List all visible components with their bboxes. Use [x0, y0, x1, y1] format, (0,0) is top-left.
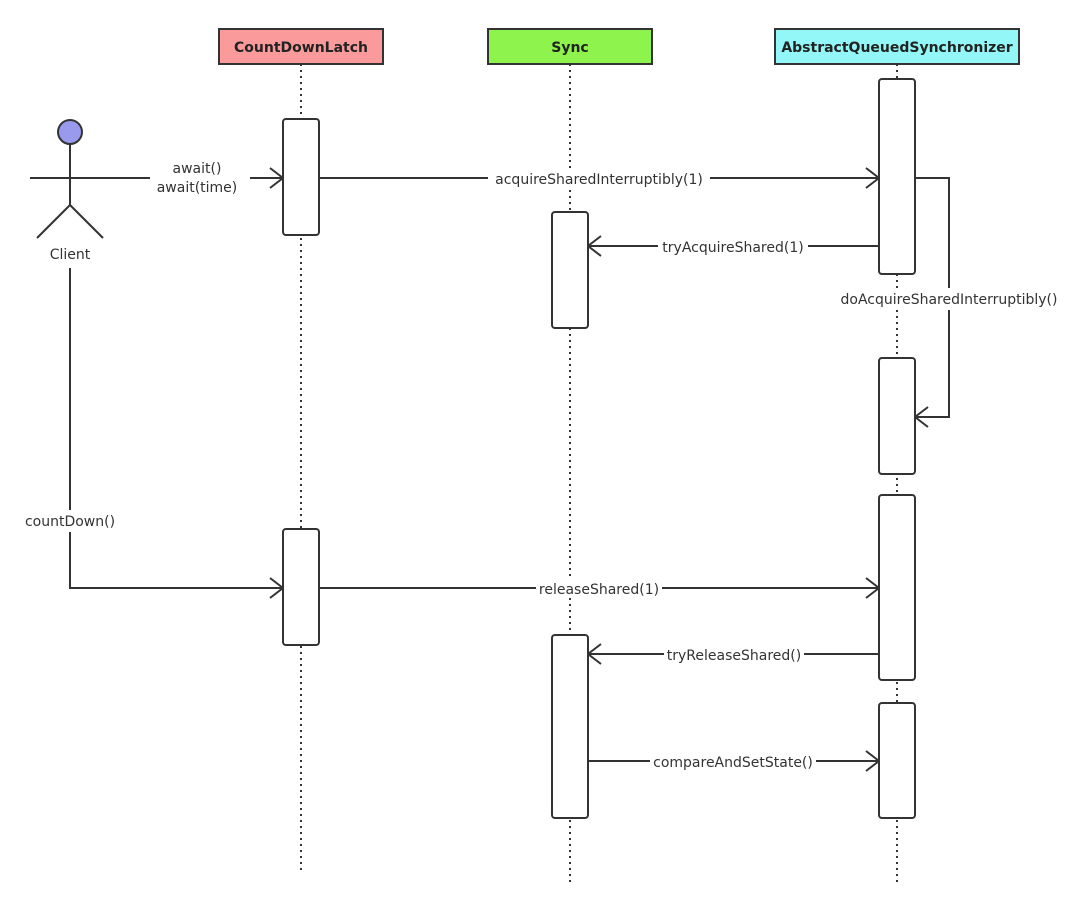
await-label-bg [150, 158, 250, 198]
aqs-activation-release [878, 494, 916, 681]
aqs-header-label: AbstractQueuedSynchronizer [781, 40, 1012, 56]
actor-label: Client [50, 247, 91, 263]
client-actor: Client [30, 119, 104, 263]
actor-head-icon [57, 119, 83, 145]
countdownlatch-activation-await [282, 118, 320, 236]
countdown-label: countDown() [25, 514, 115, 530]
try-acquire-label-bg [658, 236, 808, 256]
actor-leg-left [36, 204, 71, 239]
release-label-bg [536, 578, 662, 598]
try-release-label-bg [664, 644, 804, 664]
do-acquire-label-bg [834, 288, 1064, 310]
acquire-label: acquireSharedInterruptibly(1) [495, 172, 703, 188]
countdownlatch-participant: CountDownLatch [218, 28, 384, 65]
aqs-activation-cas [878, 702, 916, 819]
countdown-message-line [69, 268, 283, 589]
sync-header-box [487, 28, 653, 65]
sync-participant: Sync [487, 28, 653, 65]
countdownlatch-activation-countdown [282, 528, 320, 646]
try-acquire-label: tryAcquireShared(1) [662, 240, 803, 256]
sync-activation-try-acquire [551, 211, 589, 329]
do-acquire-label: doAcquireSharedInterruptibly() [841, 292, 1058, 308]
aqs-activation-do-acquire [878, 357, 916, 475]
try-release-label: tryReleaseShared() [667, 648, 801, 664]
cas-label: compareAndSetState() [653, 755, 813, 771]
sync-header-label: Sync [551, 40, 588, 56]
await-label-line1: await() [173, 161, 222, 177]
await-label-line2: await(time) [157, 180, 238, 196]
aqs-participant: AbstractQueuedSynchronizer [774, 28, 1020, 65]
aqs-activation-acquire [878, 78, 916, 275]
aqs-header-box [774, 28, 1020, 65]
sync-activation-try-release [551, 634, 589, 819]
countdown-label-bg [16, 510, 124, 532]
actor-leg-right [69, 204, 104, 239]
acquire-label-bg [488, 168, 710, 188]
countdownlatch-header-box [218, 28, 384, 65]
cas-label-bg [650, 751, 816, 771]
countdownlatch-header-label: CountDownLatch [234, 40, 368, 56]
release-label: releaseShared(1) [539, 582, 659, 598]
